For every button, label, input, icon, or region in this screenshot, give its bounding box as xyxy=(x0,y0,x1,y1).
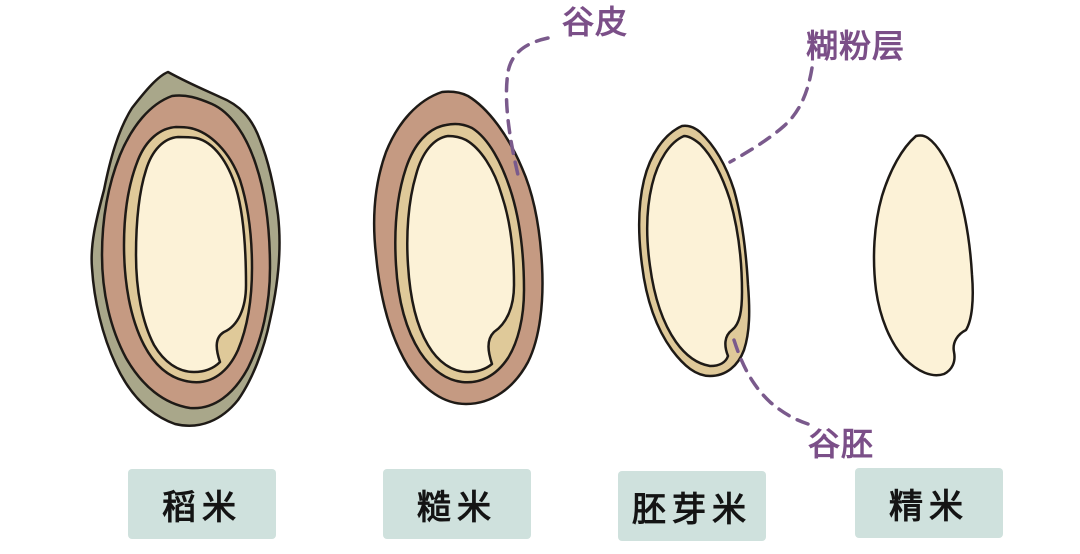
germinated-endosperm xyxy=(645,134,744,368)
brown-rice-label: 糙米 xyxy=(383,469,531,539)
brown-rice-grain xyxy=(372,90,544,406)
brown-endosperm xyxy=(406,134,516,374)
paddy-rice-label: 稻米 xyxy=(128,469,276,539)
germ-leader-line xyxy=(732,338,810,426)
germinated-rice-grain xyxy=(637,124,751,378)
paddy-endosperm xyxy=(134,135,248,374)
bran-callout: 谷皮 xyxy=(562,3,629,41)
aleurone-callout: 糊粉层 xyxy=(806,27,906,65)
aleurone-leader-line xyxy=(728,66,814,164)
germ-callout: 谷胚 xyxy=(808,425,875,463)
bran-leader-line xyxy=(504,36,550,177)
polished-rice-grain xyxy=(872,134,974,377)
paddy-rice-grain xyxy=(90,70,281,427)
polished-endosperm xyxy=(872,134,974,377)
germinated-rice-label: 胚芽米 xyxy=(618,471,766,541)
polished-rice-label: 精米 xyxy=(855,468,1003,538)
